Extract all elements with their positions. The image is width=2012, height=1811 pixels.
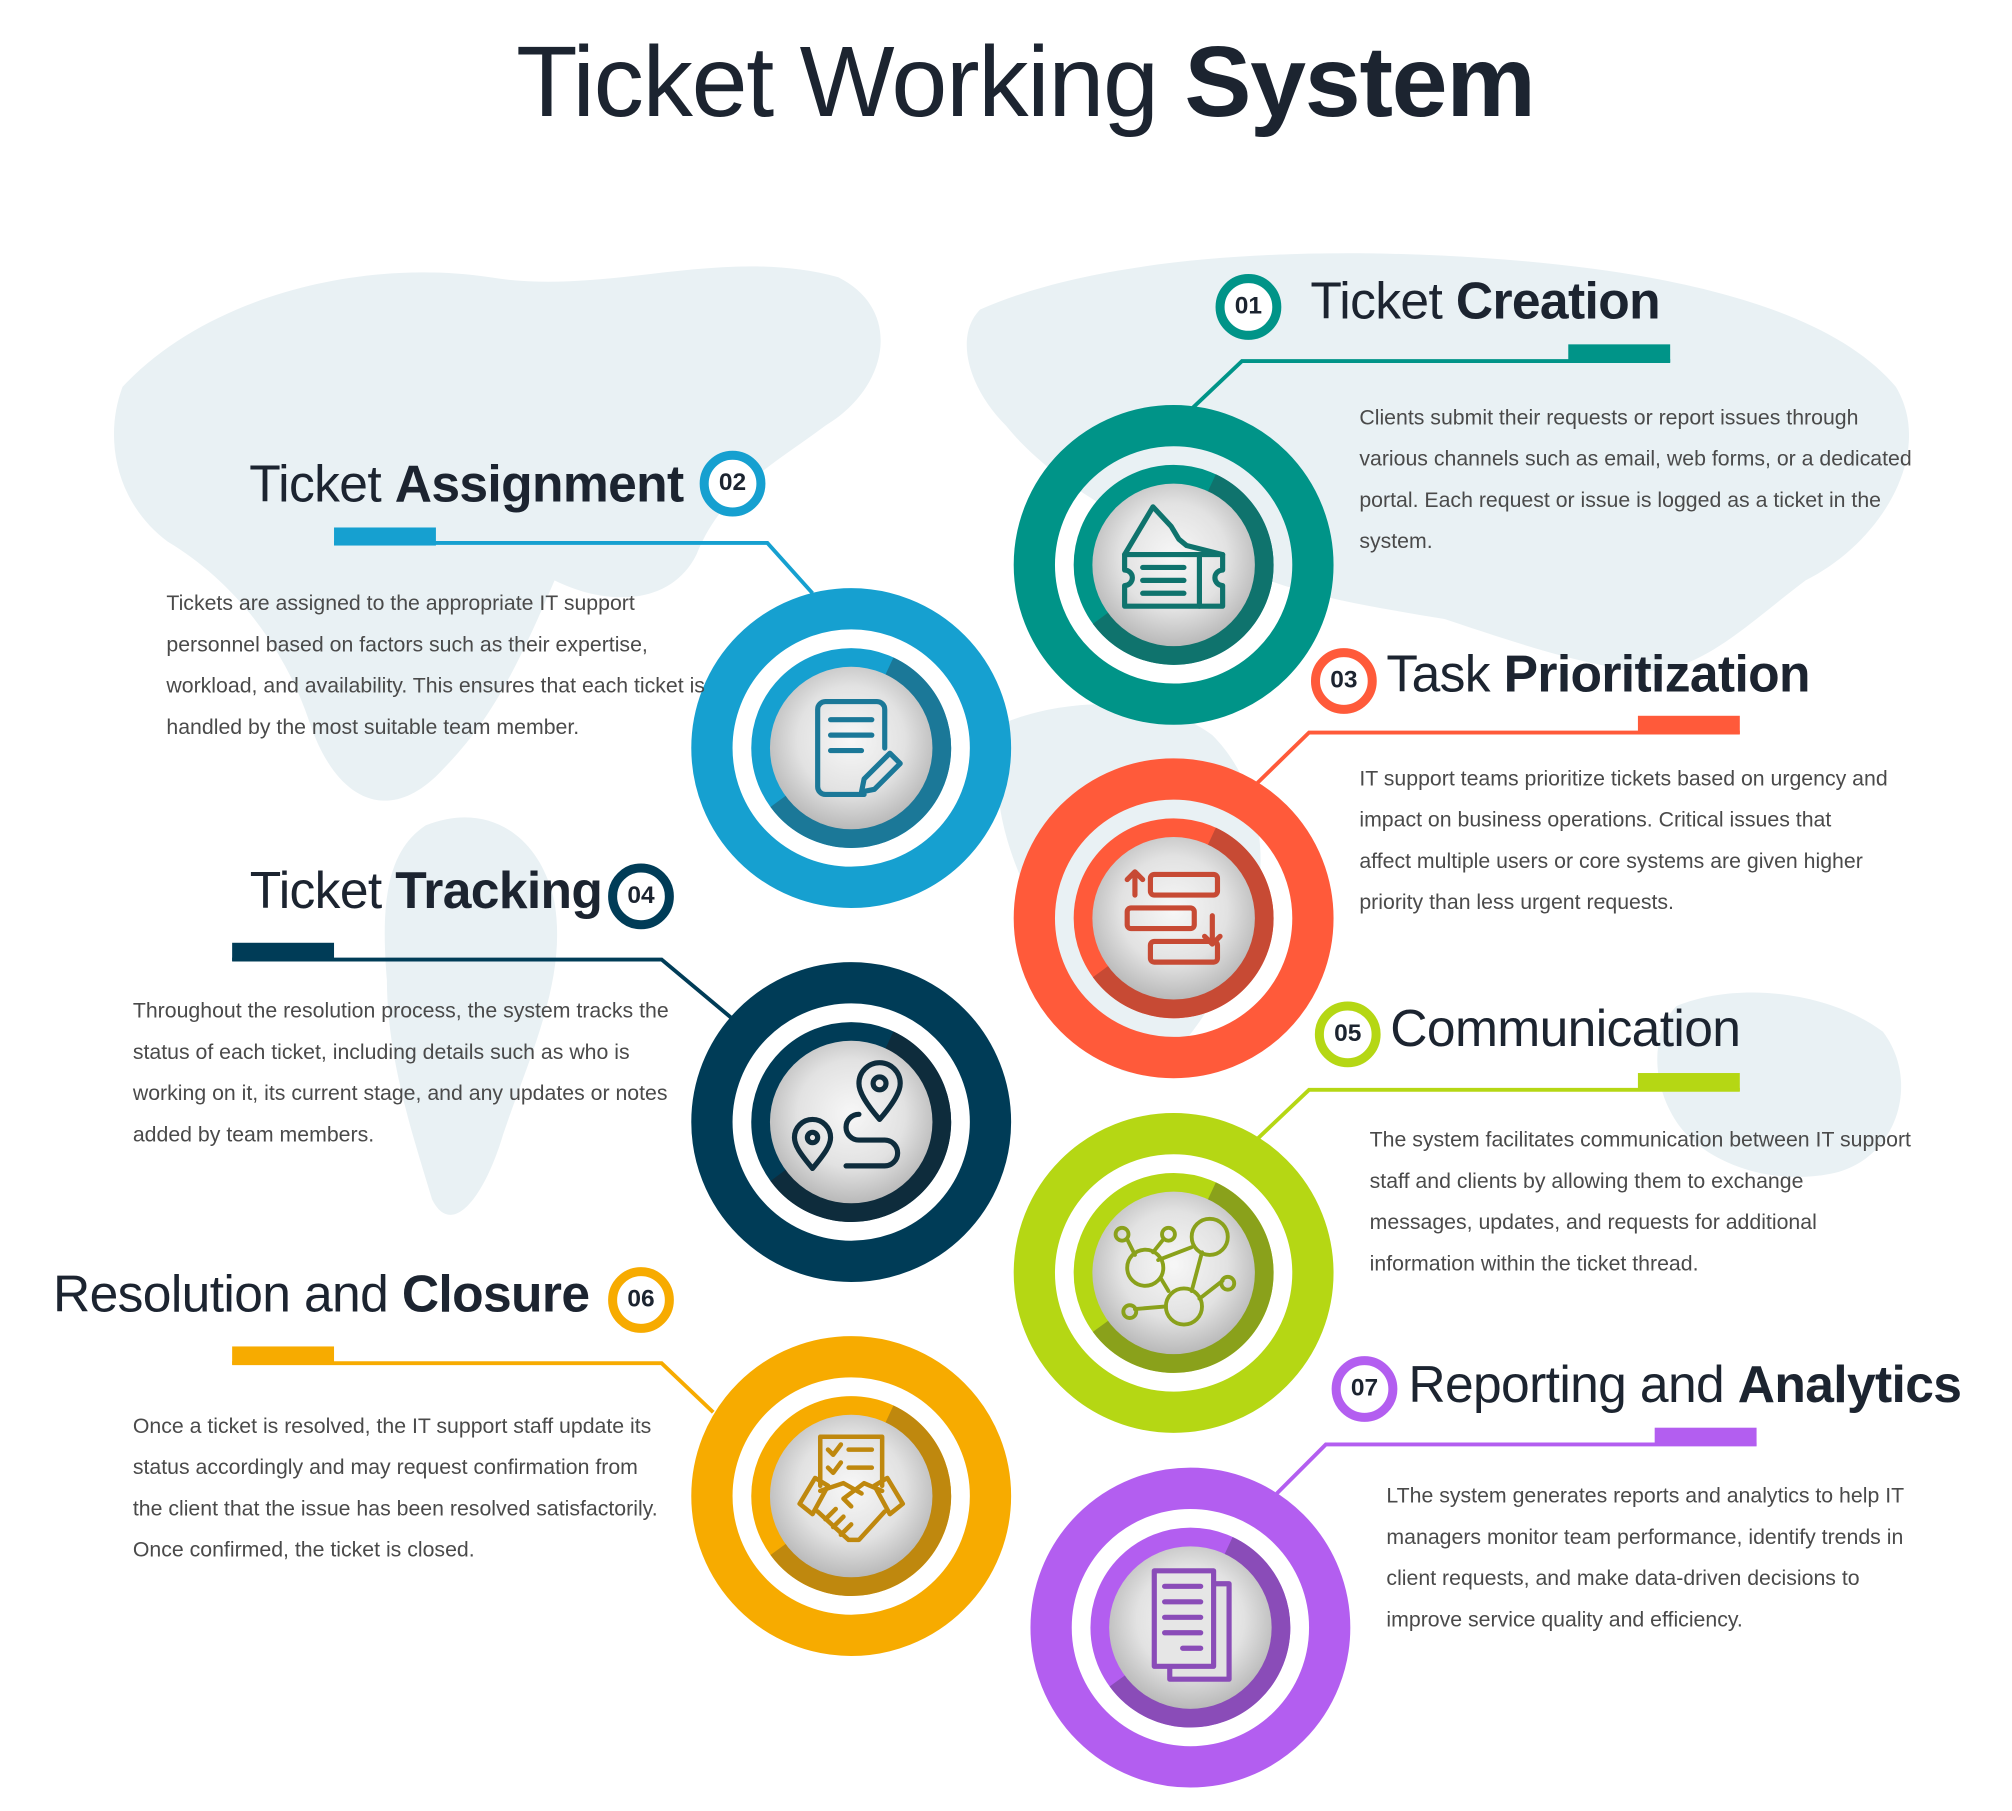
step-2-heading: Ticket Assignment <box>249 456 684 515</box>
step-4-number: 04 <box>627 882 655 910</box>
inner-ring-shade <box>1073 464 1274 665</box>
step-6-description: Once a ticket is resolved, the IT suppor… <box>132 1414 658 1562</box>
accent-bar <box>334 527 436 546</box>
inner-ring-shade <box>751 648 952 848</box>
connector-line <box>1256 1087 1740 1141</box>
handshake-icon <box>797 1434 906 1543</box>
priority-list-icon <box>1124 869 1223 965</box>
step-1-description: Clients submit their requests or report … <box>1359 406 1912 554</box>
step-6-number: 06 <box>627 1285 655 1313</box>
document-edit-icon <box>815 699 903 798</box>
connector-line <box>232 1361 715 1414</box>
step-4-description: Throughout the resolution process, the s… <box>132 999 669 1147</box>
connector-line <box>1256 730 1740 785</box>
ticket-icon <box>1122 504 1226 609</box>
number-badge <box>608 1267 674 1333</box>
page-title: Ticket Working System <box>0 23 2012 140</box>
outer-ring <box>691 588 1012 908</box>
step-2-number: 02 <box>718 469 747 497</box>
outer-ring <box>1030 1467 1351 1788</box>
step-rings <box>691 404 1351 1788</box>
step-1-heading: Ticket Creation <box>1310 273 1660 331</box>
heading-bold: Analytics <box>1737 1356 1962 1414</box>
outer-ring <box>1013 404 1334 725</box>
icon-disc <box>1092 1191 1255 1355</box>
icon-disc <box>769 666 933 830</box>
step-4-heading: Ticket Tracking <box>250 863 603 921</box>
heading-light: Ticket <box>249 862 382 920</box>
icon-disc <box>769 1040 933 1204</box>
step-2-description: Tickets are assigned to the appropriate … <box>166 591 705 739</box>
outer-ring <box>691 1336 1012 1656</box>
step-7-number: 07 <box>1350 1374 1379 1402</box>
heading-light: Communication <box>1390 1000 1741 1058</box>
step-3-number: 03 <box>1330 666 1358 694</box>
heading-bold: Prioritization <box>1503 646 1811 703</box>
outer-ring <box>1013 1113 1334 1433</box>
heading-light: Resolution and <box>52 1266 389 1324</box>
inner-ring-shade <box>1073 818 1274 1019</box>
connector-line <box>232 957 734 1021</box>
accent-bar <box>1654 1427 1757 1446</box>
step-6-heading: Resolution and Closure <box>52 1266 590 1324</box>
report-documents-icon <box>1151 1568 1232 1682</box>
title-bold: System <box>1184 24 1535 138</box>
number-badge <box>1215 274 1282 340</box>
accent-bar <box>1637 1073 1740 1092</box>
network-users-icon <box>1113 1216 1237 1327</box>
step-3-heading: Task Prioritization <box>1386 646 1811 704</box>
icon-disc <box>769 1414 933 1578</box>
number-badge <box>1331 1356 1398 1422</box>
connectors <box>232 274 1757 1495</box>
step-5-heading: Communication <box>1390 1000 1741 1059</box>
number-badge <box>1314 1001 1381 1068</box>
inner-ring-shade <box>1090 1527 1291 1728</box>
heading-bold: Assignment <box>394 456 684 514</box>
number-badge <box>608 863 674 930</box>
outer-ring <box>1013 758 1334 1079</box>
accent-bar <box>1568 344 1671 363</box>
accent-bar <box>1637 715 1740 734</box>
number-badge <box>699 450 766 517</box>
heading-bold: Tracking <box>395 862 603 920</box>
inner-ring-shade <box>751 1396 952 1597</box>
step-5-description: The system facilitates communication bet… <box>1369 1128 1911 1276</box>
number-badge <box>1310 648 1377 714</box>
inner-ring-shade <box>751 1022 952 1222</box>
heading-bold: Creation <box>1455 273 1661 331</box>
step-7-description: LThe system generates reports and analyt… <box>1386 1484 1904 1632</box>
step-5-number: 05 <box>1334 1020 1362 1048</box>
heading-light: Ticket <box>1310 273 1443 331</box>
accent-bar <box>232 1346 335 1365</box>
inner-ring-shade <box>1073 1172 1274 1373</box>
step-icons <box>791 504 1237 1682</box>
connector-line <box>334 541 814 595</box>
step-1-number: 01 <box>1234 292 1263 320</box>
route-pin-icon <box>791 1060 903 1172</box>
outer-ring <box>691 962 1012 1282</box>
heading-bold: Closure <box>401 1266 590 1324</box>
step-3-description: IT support teams prioritize tickets base… <box>1359 767 1888 915</box>
connector-line <box>1191 359 1671 409</box>
accent-bar <box>232 942 335 961</box>
heading-light: Ticket <box>249 456 382 514</box>
title-light: Ticket Working <box>516 24 1159 138</box>
icon-disc <box>1092 837 1255 1000</box>
heading-light: Reporting and <box>1408 1356 1725 1414</box>
connector-line <box>1275 1442 1757 1495</box>
heading-light: Task <box>1386 646 1490 703</box>
step-7-heading: Reporting and Analytics <box>1408 1356 1962 1415</box>
